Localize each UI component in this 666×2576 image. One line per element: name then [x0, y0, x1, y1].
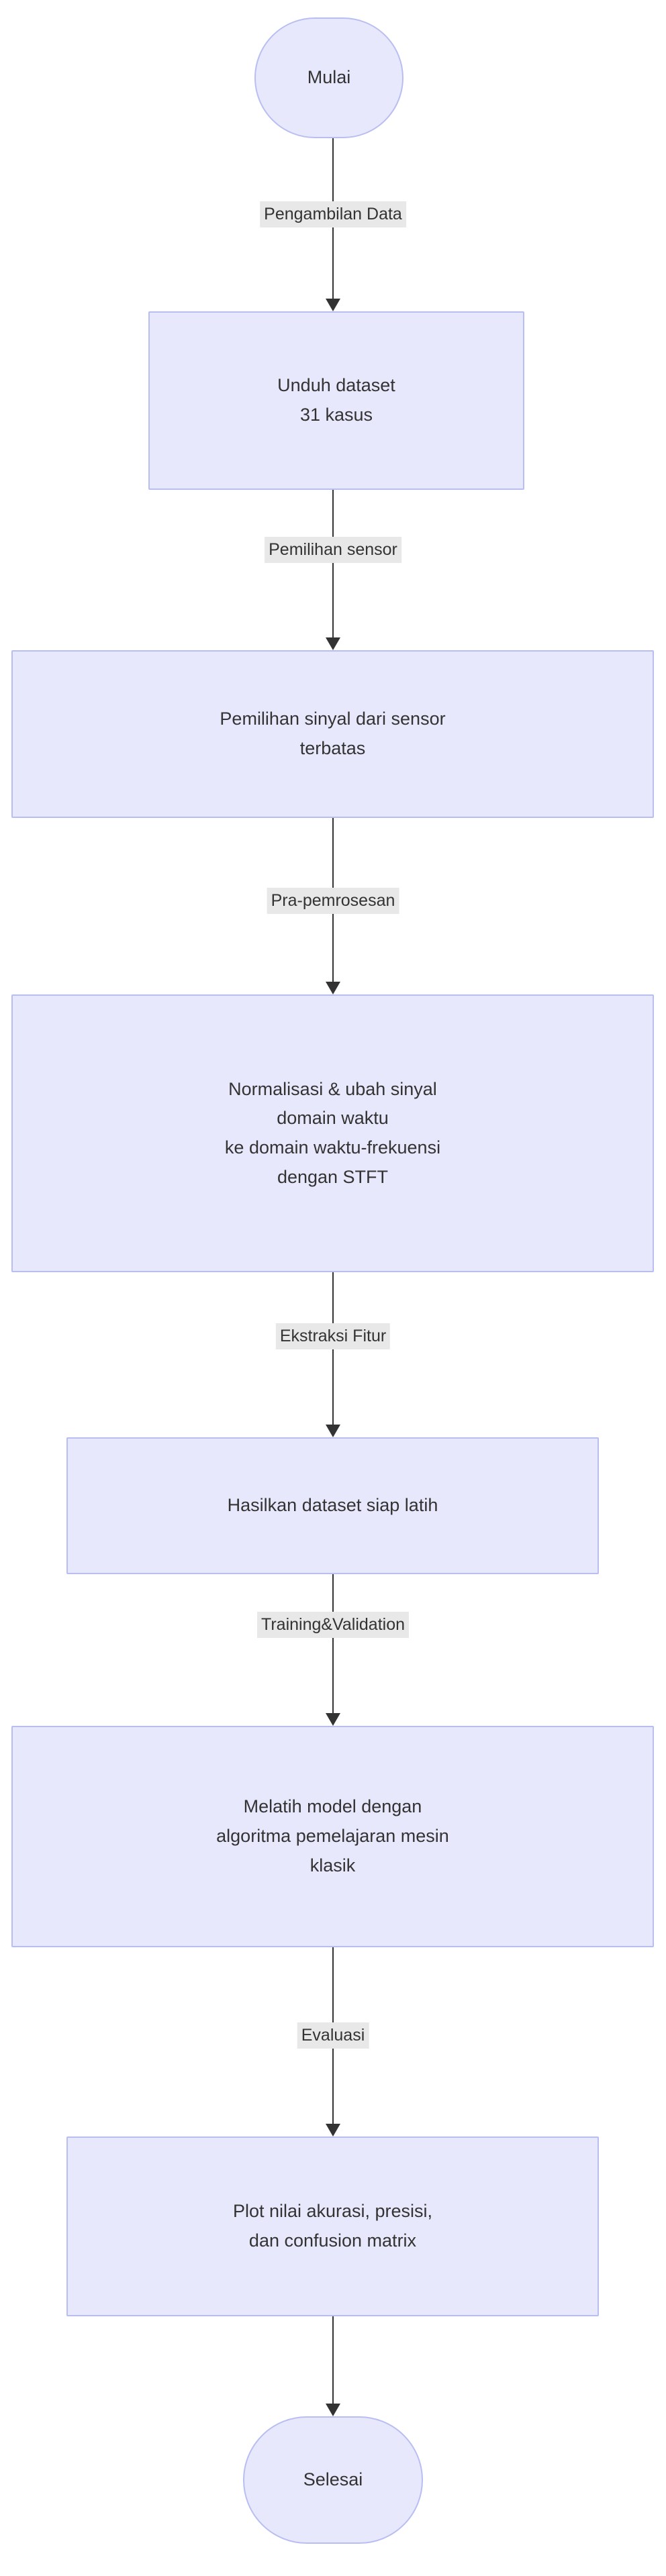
node-hasilkan-dataset[interactable]: Hasilkan dataset siap latih [66, 1437, 599, 1574]
edge-line [332, 1272, 334, 1427]
edge-line [332, 2316, 334, 2406]
node-label: Plot nilai akurasi, presisi, dan confusi… [232, 2201, 433, 2251]
node-pemilihan-sinyal[interactable]: Pemilihan sinyal dari sensor terbatas [11, 650, 654, 818]
edge-label: Ekstraksi Fitur [275, 1323, 391, 1349]
node-label: Pemilihan sinyal dari sensor terbatas [220, 709, 446, 758]
edge-line [332, 1574, 334, 1715]
node-selesai[interactable]: Selesai [243, 2416, 423, 2544]
node-label: Normalisasi & ubah sinyal domain waktu k… [224, 1078, 441, 1187]
arrowhead-icon [326, 299, 340, 311]
edge-label: Pengambilan Data [260, 201, 406, 227]
node-plot-nilai[interactable]: Plot nilai akurasi, presisi, dan confusi… [66, 2136, 599, 2316]
node-mulai[interactable]: Mulai [254, 17, 403, 138]
edge-label: Pemilihan sensor [265, 537, 401, 563]
edge-label: Pra-pemrosesan [267, 888, 399, 914]
arrowhead-icon [326, 1425, 340, 1437]
arrowhead-icon [326, 982, 340, 994]
edge-line [332, 490, 334, 639]
arrowhead-icon [326, 1713, 340, 1726]
node-label: Hasilkan dataset siap latih [227, 1495, 438, 1516]
node-label: Melatih model dengan algoritma pemelajar… [216, 1796, 449, 1875]
node-melatih-model[interactable]: Melatih model dengan algoritma pemelajar… [11, 1726, 654, 1947]
arrowhead-icon [326, 2404, 340, 2416]
node-label: Selesai [303, 2469, 363, 2490]
node-label: Mulai [307, 67, 351, 88]
node-unduh[interactable]: Unduh dataset 31 kasus [148, 311, 524, 490]
node-normalisasi[interactable]: Normalisasi & ubah sinyal domain waktu k… [11, 994, 654, 1272]
edge-label: Evaluasi [297, 2022, 369, 2049]
arrowhead-icon [326, 2124, 340, 2136]
edge-label: Training&Validation [256, 1612, 410, 1638]
node-label: Unduh dataset 31 kasus [277, 375, 395, 425]
arrowhead-icon [326, 637, 340, 650]
